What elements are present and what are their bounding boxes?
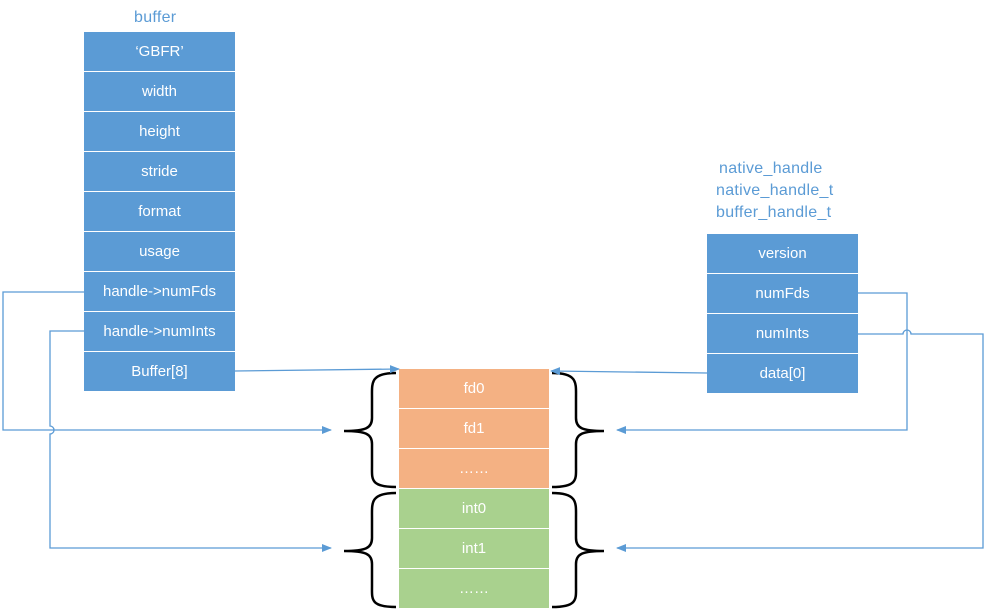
right-brace-fds xyxy=(551,371,605,489)
handle-field-numints: numInts xyxy=(707,314,858,354)
buffer-struct: ‘GBFR’ width height stride format usage … xyxy=(84,32,235,392)
buffer-field-data: Buffer[8] xyxy=(84,352,235,392)
int-cell: int1 xyxy=(399,529,549,569)
buffer-handle-t-title: buffer_handle_t xyxy=(716,204,832,221)
arrow-buffer-numints xyxy=(49,330,332,552)
buffer-field-usage: usage xyxy=(84,232,235,272)
handle-field-data: data[0] xyxy=(707,354,858,394)
arrow-buffer-numfds xyxy=(2,291,332,434)
fd-cell: fd1 xyxy=(399,409,549,449)
buffer-field-numints: handle->numInts xyxy=(84,312,235,352)
native-handle-title: native_handle xyxy=(719,160,823,177)
buffer-field-magic: ‘GBFR’ xyxy=(84,32,235,72)
native-handle-struct: version numFds numInts data[0] xyxy=(707,234,858,394)
arrow-handle-numfds xyxy=(616,292,908,434)
buffer-field-height: height xyxy=(84,112,235,152)
buffer-field-stride: stride xyxy=(84,152,235,192)
arrow-handle-data xyxy=(550,367,708,376)
arrow-handle-numints xyxy=(616,329,984,552)
buffer-field-numfds: handle->numFds xyxy=(84,272,235,312)
native-handle-t-title: native_handle_t xyxy=(716,182,834,199)
buffer-title: buffer xyxy=(134,9,177,26)
fd-array: fd0 fd1 …… xyxy=(399,369,549,489)
fd-cell: fd0 xyxy=(399,369,549,409)
int-cell: …… xyxy=(399,569,549,609)
left-brace-fds xyxy=(343,371,397,489)
fd-cell: …… xyxy=(399,449,549,489)
int-cell: int0 xyxy=(399,489,549,529)
int-array: int0 int1 …… xyxy=(399,489,549,609)
buffer-field-format: format xyxy=(84,192,235,232)
left-brace-ints xyxy=(343,491,397,609)
arrow-buffer-data xyxy=(234,365,400,374)
buffer-field-width: width xyxy=(84,72,235,112)
handle-field-version: version xyxy=(707,234,858,274)
handle-field-numfds: numFds xyxy=(707,274,858,314)
right-brace-ints xyxy=(551,491,605,609)
